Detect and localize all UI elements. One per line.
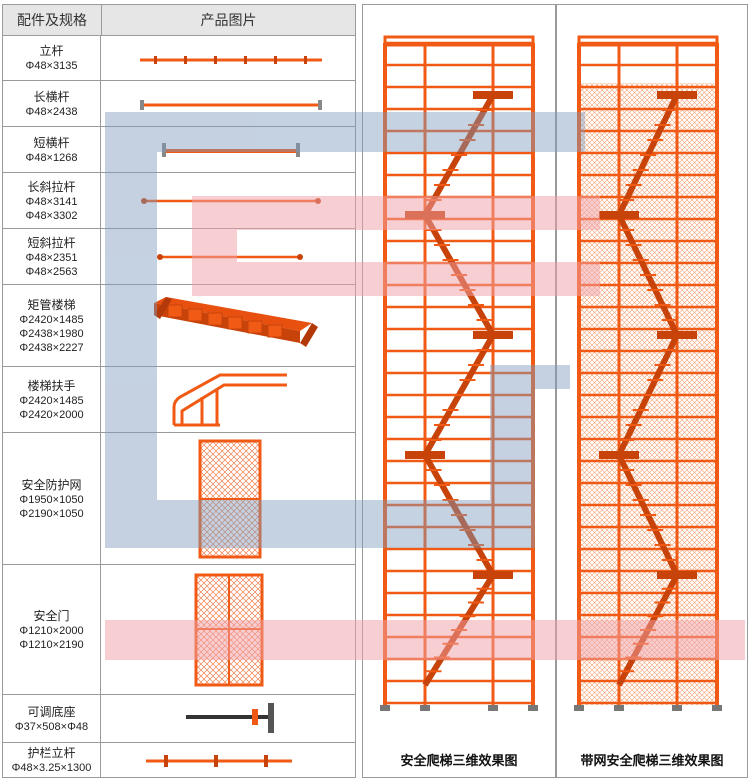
base-plate [380, 705, 390, 711]
landing [473, 331, 513, 339]
part-image-adjustable-base [102, 695, 355, 742]
part-image-safety-door [102, 565, 355, 694]
stair-tower-caption: 安全爬梯三维效果图 [400, 753, 518, 768]
part-image-standard [102, 36, 355, 80]
base-plate [488, 705, 498, 711]
landing [599, 451, 639, 459]
base-plate [574, 705, 584, 711]
part-size: Φ48×1268 [25, 151, 78, 164]
part-image-guardrail-post [102, 743, 355, 777]
netted-tower-caption: 带网安全爬梯三维效果图 [580, 753, 724, 768]
parts-table: 配件及规格 产品图片 立杆 Φ48×3135 长横杆 Φ48×2438 短横杆 … [2, 4, 356, 778]
base-plate [420, 705, 430, 711]
part-size: Φ48×3135 [25, 60, 78, 72]
part-size: Φ2438×2227 [19, 341, 84, 354]
part-name: 楼梯扶手 [27, 378, 76, 393]
netted-tower-panel: 带网安全爬梯三维效果图 [556, 4, 748, 778]
landing [473, 571, 513, 579]
base-plate [528, 705, 538, 711]
table-row: 短斜拉杆 Φ48×2351 Φ48×2563 [3, 229, 355, 285]
part-name: 长横杆 [33, 89, 70, 104]
part-name: 立杆 [39, 44, 64, 58]
base-plate [614, 705, 624, 711]
part-image-short-ledger [102, 127, 355, 172]
stair-tower-panel: 安全爬梯三维效果图 [362, 4, 556, 778]
table-row: 矩管楼梯 Φ2420×1485 Φ2438×1980 Φ2438×2227 [3, 285, 355, 367]
part-size: Φ1950×1050 [19, 493, 84, 506]
part-size: Φ1210×2000 [19, 624, 84, 637]
part-size: Φ48×2563 [25, 265, 78, 278]
table-row: 护栏立杆 Φ48×3.25×1300 [3, 743, 355, 777]
top-guardrail [577, 35, 719, 47]
table-row: 短横杆 Φ48×1268 [3, 127, 355, 173]
top-guardrail [383, 35, 535, 47]
part-size: Φ48×2438 [25, 105, 78, 118]
base-plate [672, 705, 682, 711]
part-size: Φ48×3302 [25, 209, 78, 222]
stair-tower-illustration [380, 35, 538, 711]
landing [473, 91, 513, 99]
table-row: 立杆 Φ48×3135 [3, 36, 355, 81]
part-size: Φ2420×1485 [19, 394, 84, 407]
table-row: 安全门 Φ1210×2000 Φ1210×2190 [3, 565, 355, 695]
landing [657, 571, 697, 579]
part-size: Φ2420×1485 [19, 313, 84, 326]
part-size: Φ1210×2190 [19, 638, 84, 651]
landing [657, 331, 697, 339]
base-plate [712, 705, 722, 711]
table-row: 安全防护网 Φ1950×1050 Φ2190×1050 [3, 433, 355, 565]
part-size: Φ37×508×Φ48 [14, 720, 89, 733]
part-image-stair [102, 285, 355, 366]
header-spec: 配件及规格 [3, 5, 102, 35]
header-picture: 产品图片 [200, 12, 257, 28]
part-name: 短横杆 [33, 135, 70, 150]
part-size: Φ2190×1050 [19, 507, 84, 520]
table-row: 可调底座 Φ37×508×Φ48 [3, 695, 355, 743]
table-header: 配件及规格 产品图片 [3, 5, 355, 36]
part-name: 安全门 [33, 608, 70, 623]
part-name: 矩管楼梯 [27, 297, 76, 312]
part-name: 可调底座 [27, 704, 76, 719]
part-size: Φ48×3.25×1300 [11, 762, 92, 774]
part-size: Φ2438×1980 [19, 327, 84, 340]
part-size: Φ48×3141 [25, 195, 78, 208]
landing [599, 211, 639, 219]
part-image-short-diagonal [102, 229, 355, 284]
table-row: 长斜拉杆 Φ48×3141 Φ48×3302 [3, 173, 355, 229]
part-image-handrail [102, 367, 355, 432]
landing [657, 91, 697, 99]
part-name: 长斜拉杆 [27, 179, 76, 194]
part-size: Φ48×2351 [25, 251, 78, 264]
landing [405, 451, 445, 459]
table-row: 长横杆 Φ48×2438 [3, 81, 355, 127]
part-size: Φ2420×2000 [19, 408, 84, 421]
table-row: 楼梯扶手 Φ2420×1485 Φ2420×2000 [3, 367, 355, 433]
part-image-long-ledger [102, 81, 355, 126]
landing [405, 211, 445, 219]
part-name: 安全防护网 [21, 477, 82, 492]
part-name: 短斜拉杆 [27, 235, 76, 250]
part-image-safety-net [102, 433, 355, 564]
netted-tower-illustration [574, 35, 722, 711]
part-image-long-diagonal [102, 173, 355, 228]
part-name: 护栏立杆 [27, 746, 76, 760]
